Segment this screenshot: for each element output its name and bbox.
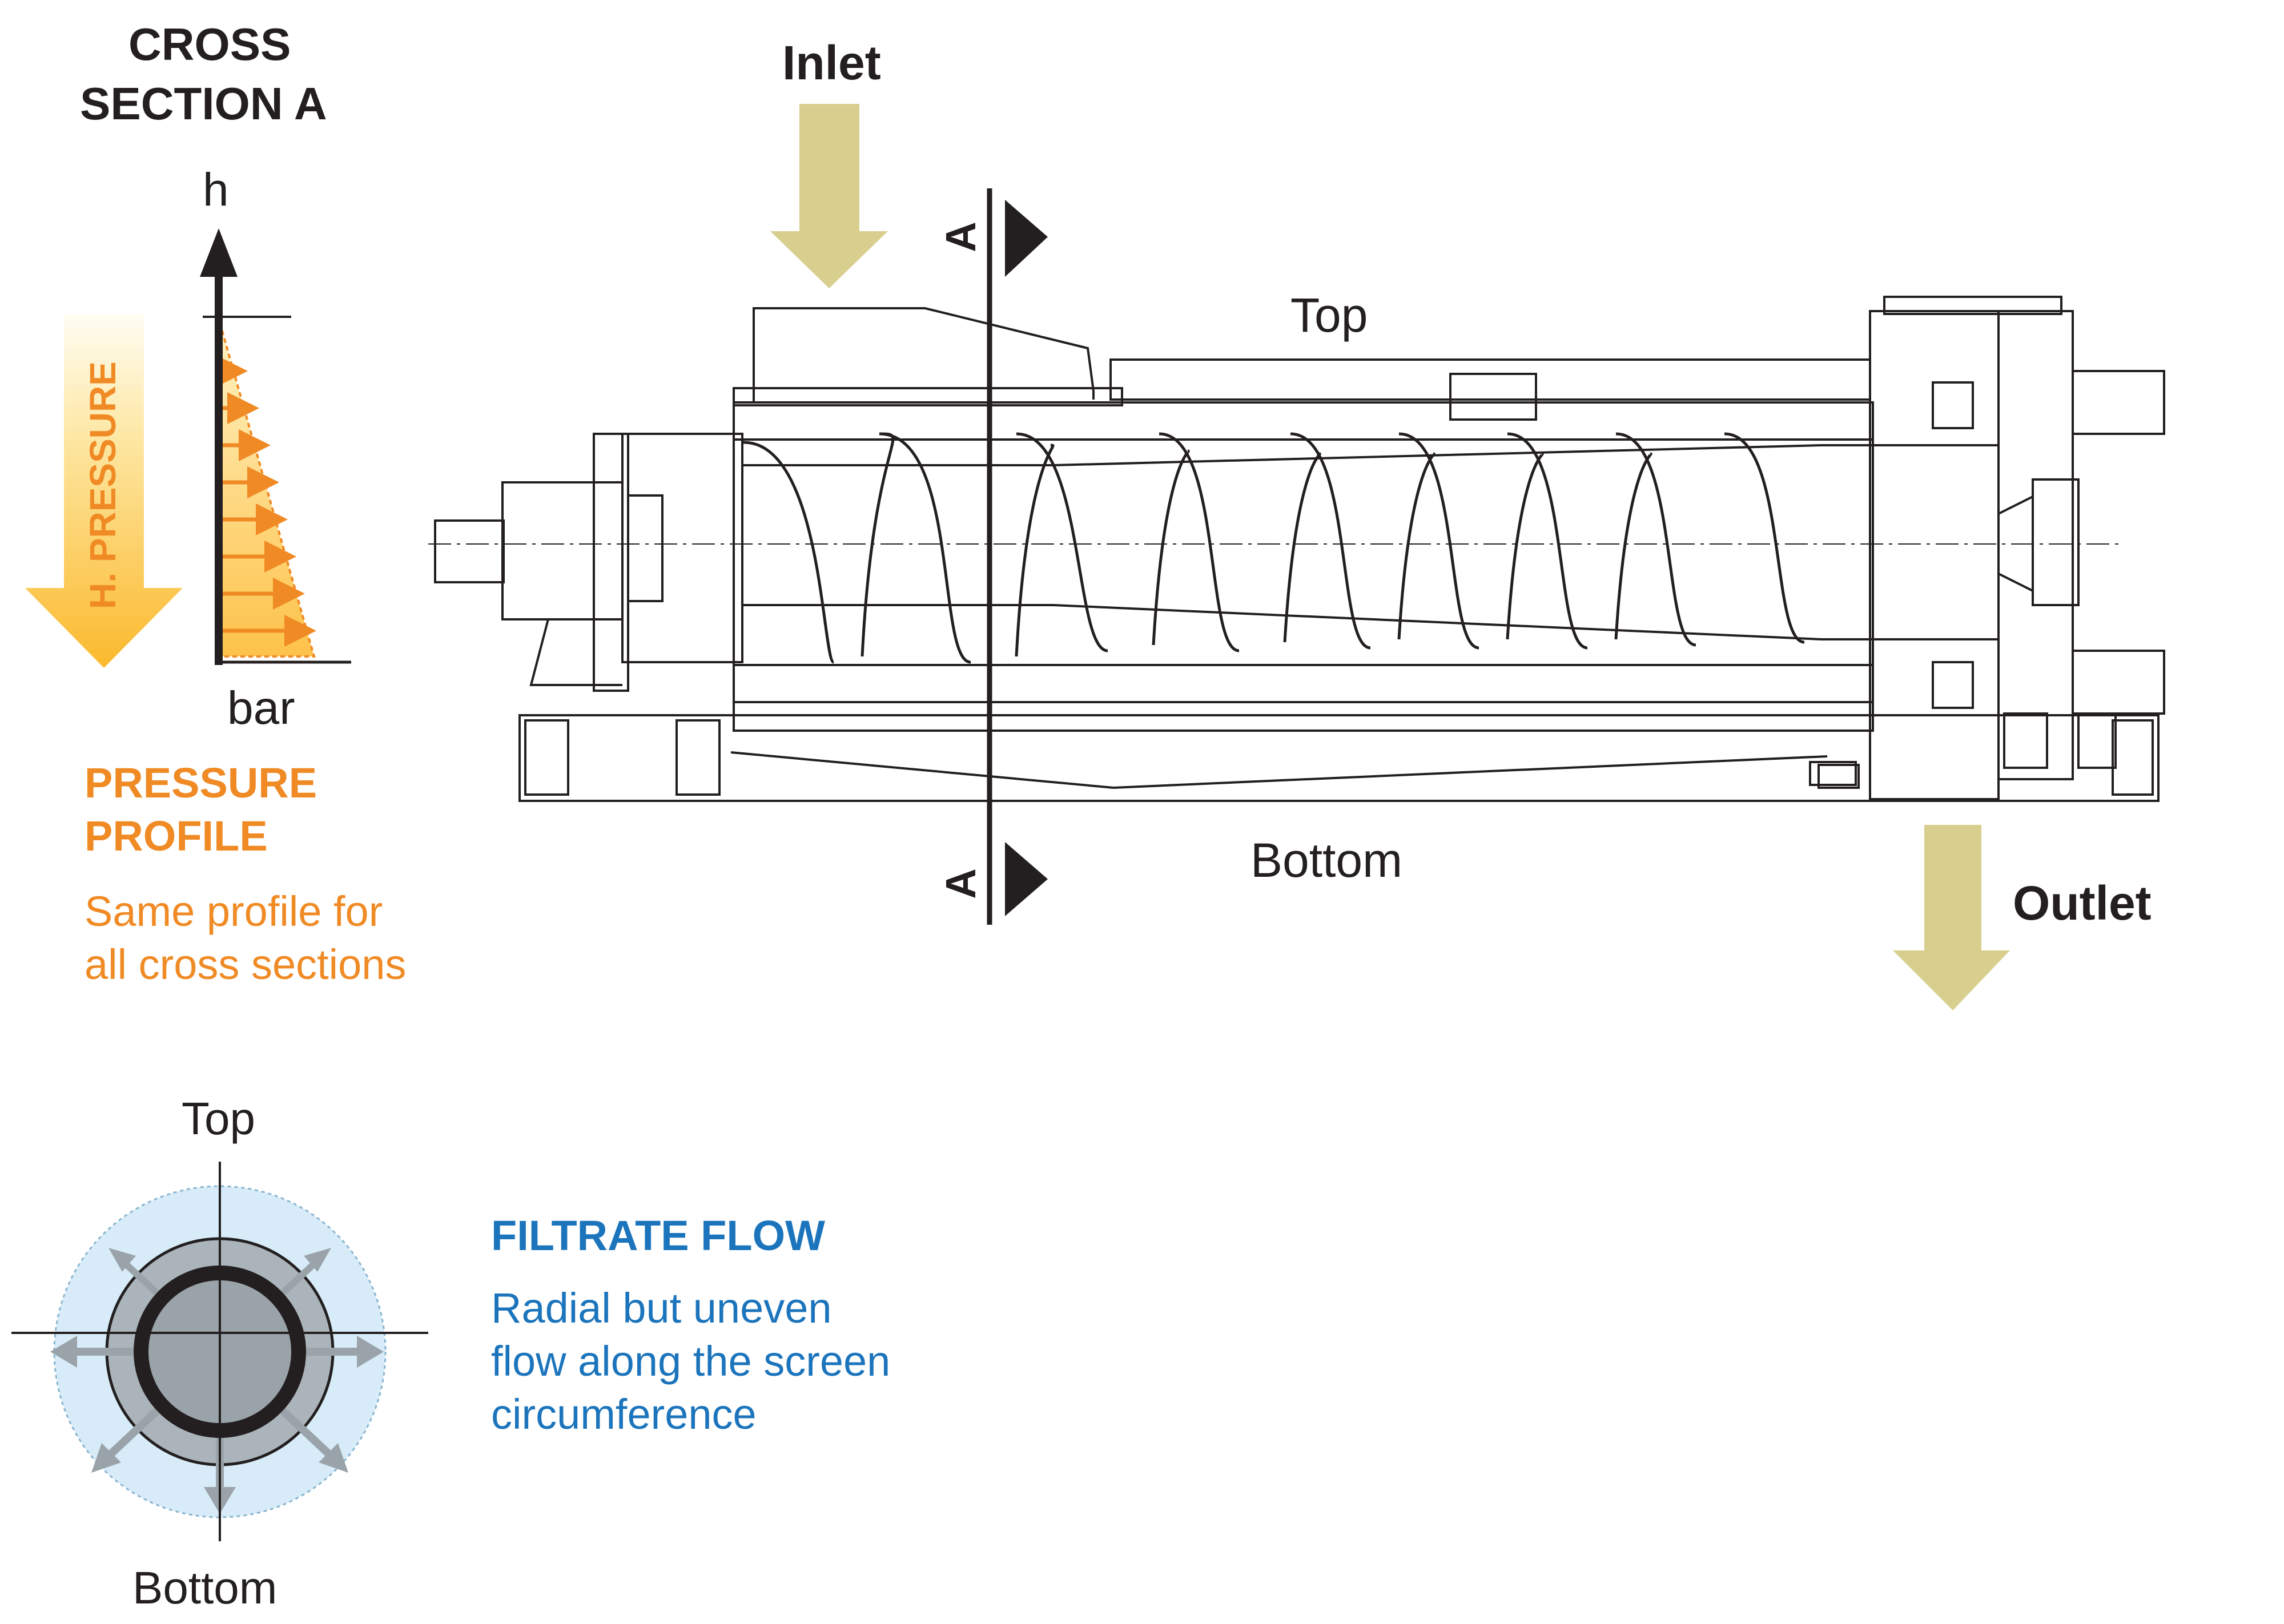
- filtrate-top-label: Top: [182, 1093, 255, 1144]
- pressure-profile-title-line2: PROFILE: [85, 812, 268, 860]
- pressure-profile-desc-line1: Same profile for: [85, 888, 383, 935]
- filtrate-desc-line3: circumference: [491, 1391, 757, 1438]
- h-pressure-label: H. PRESSURE: [82, 361, 123, 609]
- inlet-label: Inlet: [782, 36, 881, 90]
- h-axis-arrowhead: [200, 228, 238, 277]
- machine-top-label: Top: [1290, 288, 1368, 342]
- screw-press-machine: [428, 296, 2165, 802]
- section-arrow-top: [1005, 200, 1048, 277]
- filtrate-bottom-label: Bottom: [132, 1562, 278, 1613]
- outlet-arrow: [1893, 825, 2010, 1010]
- machine-bottom-label: Bottom: [1250, 833, 1403, 887]
- pressure-profile-title-line1: PRESSURE: [85, 759, 317, 807]
- section-line-a: [987, 188, 1048, 925]
- section-mark-bottom: A: [937, 868, 984, 899]
- outlet-label: Outlet: [2013, 876, 2152, 930]
- h-pressure-arrow: [25, 314, 183, 668]
- bar-axis-label: bar: [227, 682, 295, 734]
- filtrate-desc-line1: Radial but uneven: [491, 1284, 832, 1332]
- pressure-profile-desc-line2: all cross sections: [85, 941, 407, 988]
- cross-section-title-line1: CROSS: [128, 19, 291, 70]
- filtrate-desc-line2: flow along the screen: [491, 1337, 891, 1385]
- pressure-profile-chart: [25, 228, 351, 668]
- inlet-arrow: [770, 104, 888, 288]
- h-axis-label: h: [203, 164, 229, 216]
- pressure-arrows: [216, 355, 316, 647]
- cross-section-title-line2: SECTION A: [80, 78, 327, 129]
- section-mark-top: A: [937, 221, 984, 252]
- section-arrow-bottom: [1005, 842, 1048, 916]
- filtrate-flow-title: FILTRATE FLOW: [491, 1212, 825, 1259]
- filtrate-cross-section: [11, 1162, 428, 1541]
